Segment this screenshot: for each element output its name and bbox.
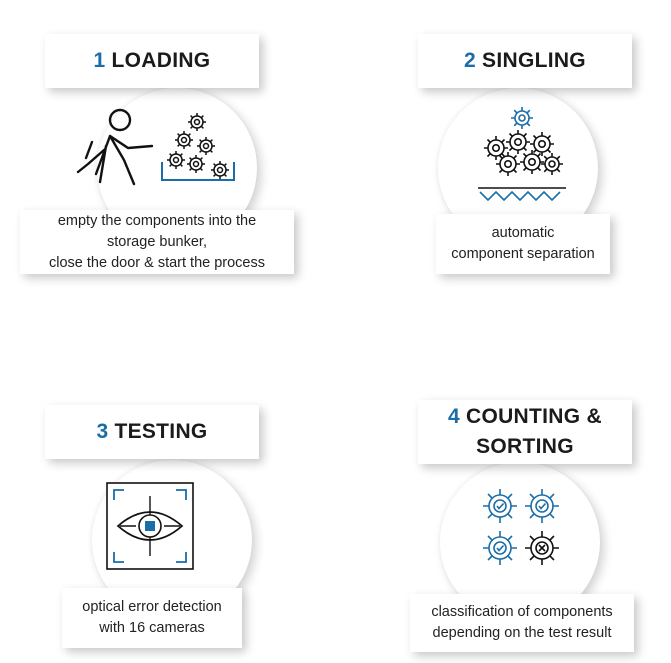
step-number: 2 — [464, 49, 477, 72]
step-title-text: LOADING — [111, 49, 211, 72]
person-loading-gears-icon — [66, 102, 238, 192]
step-description-line: storage bunker, — [107, 233, 207, 250]
step-number: 4 — [448, 405, 460, 428]
step-description-line: empty the components into the — [57, 212, 257, 229]
step-title-text: SINGLING — [482, 49, 586, 72]
eye-camera-icon — [106, 482, 194, 570]
step-title-line: SORTING — [476, 435, 574, 458]
step-description-line: close the door & start the process — [49, 254, 265, 271]
gears-separation-icon — [474, 104, 570, 208]
step-description-box: classification of components depending o… — [410, 594, 634, 652]
step-description-line: depending on the test result — [432, 625, 612, 641]
step-description-box: automatic component separation — [436, 214, 610, 274]
step-description-line: classification of components — [431, 604, 613, 620]
step-number: 1 — [93, 49, 106, 72]
step-description-box: empty the components into the storage bu… — [20, 210, 294, 274]
step-description-line: with 16 cameras — [99, 620, 205, 636]
step-title-text: TESTING — [114, 420, 208, 443]
step-description-box: optical error detection with 16 cameras — [62, 588, 242, 648]
step-description-line: optical error detection — [82, 599, 222, 615]
step-title-text: COUNTING & — [465, 405, 602, 428]
step-description-line: automatic — [491, 225, 555, 241]
sorted-gears-icon — [480, 486, 564, 570]
step-number: 3 — [96, 420, 109, 443]
step-description-line: component separation — [451, 246, 595, 262]
